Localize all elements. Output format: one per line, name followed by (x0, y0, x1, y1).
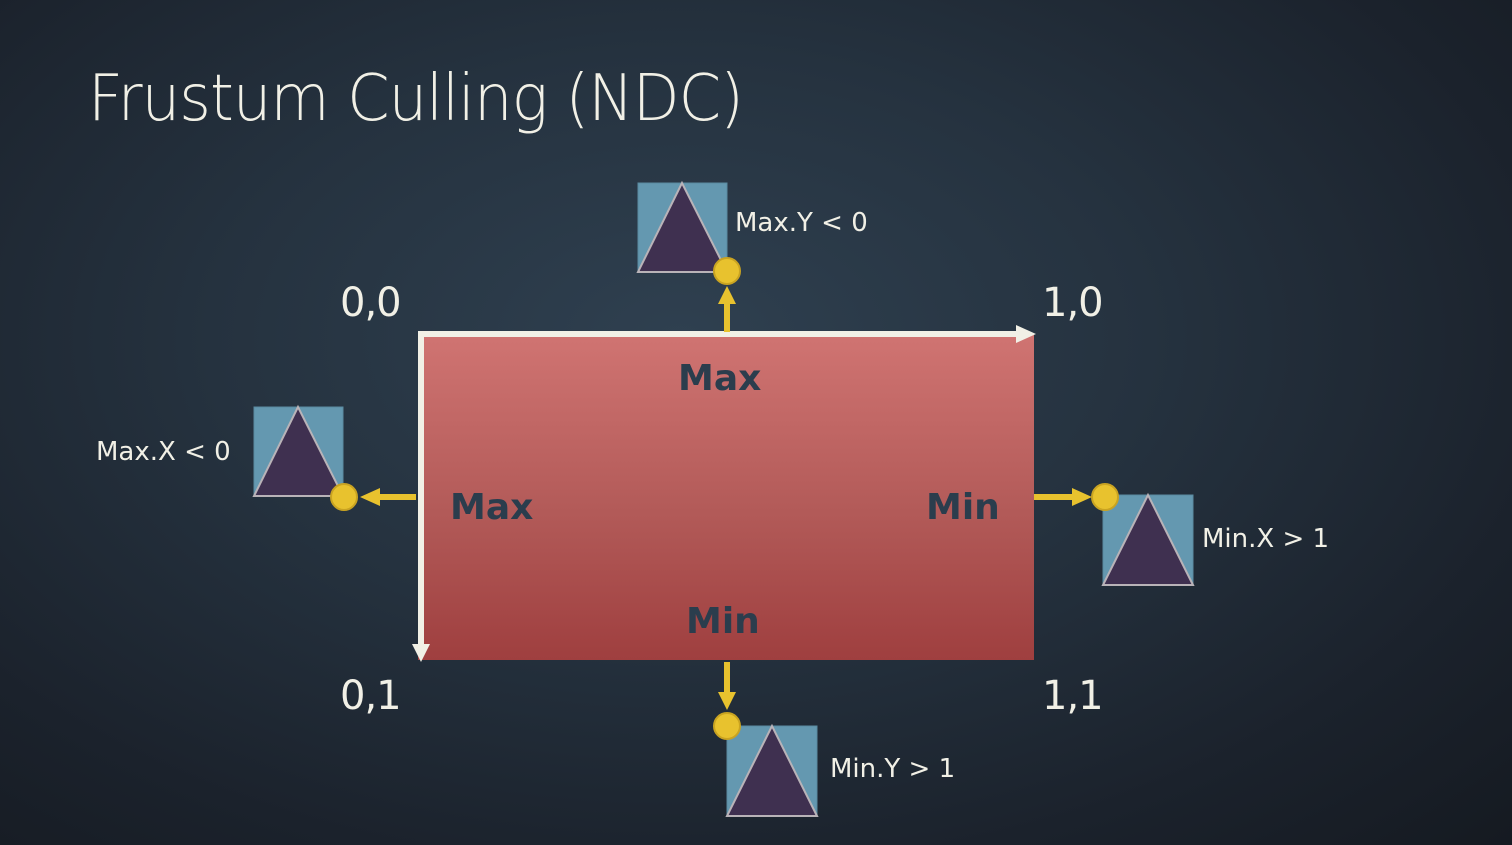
rect-label-bottom: Min (686, 601, 760, 642)
point-min-y (713, 712, 741, 740)
bounding-box-top-icon (636, 180, 729, 273)
point-max-y (713, 257, 741, 285)
point-max-x (330, 483, 358, 511)
condition-label-top: Max.Y < 0 (735, 208, 868, 238)
rect-label-left: Max (450, 487, 534, 528)
point-min-x (1091, 483, 1119, 511)
condition-label-bottom: Min.Y > 1 (830, 754, 956, 784)
arrow-right-icon (1034, 488, 1092, 506)
bounding-box-bottom-icon (725, 723, 819, 817)
slide-title: Frustum Culling (NDC) (88, 62, 744, 136)
rect-label-right: Min (926, 487, 1000, 528)
bounding-box-right-icon (1101, 492, 1195, 586)
y-axis-arrow-icon (412, 334, 430, 662)
corner-label-bottom-right: 1,1 (1042, 673, 1104, 719)
arrow-up-icon (718, 286, 736, 332)
corner-label-bottom-left: 0,1 (340, 673, 402, 719)
arrow-left-icon (360, 488, 416, 506)
ndc-screen-rectangle (418, 334, 1034, 660)
x-axis-arrow-icon (418, 325, 1036, 343)
bounding-box-left-icon (252, 404, 345, 497)
arrow-down-icon (718, 662, 736, 710)
condition-label-right: Min.X > 1 (1202, 524, 1330, 554)
rect-label-top: Max (678, 358, 762, 399)
corner-label-top-left: 0,0 (340, 280, 402, 326)
condition-label-left: Max.X < 0 (96, 437, 231, 467)
corner-label-top-right: 1,0 (1042, 280, 1104, 326)
